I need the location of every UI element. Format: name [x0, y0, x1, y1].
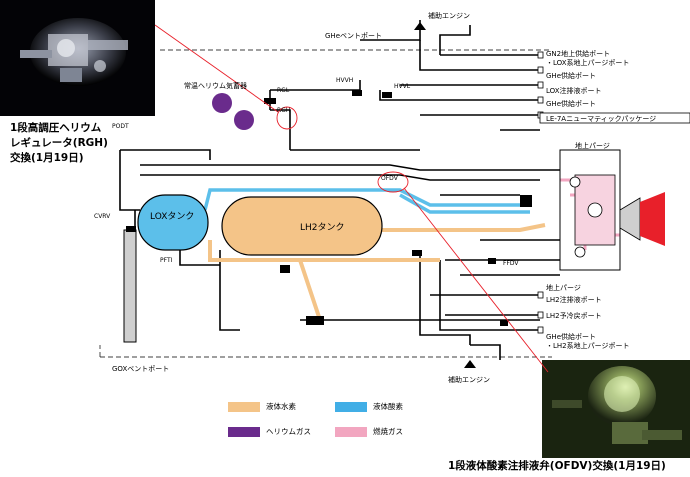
le7a-package-box	[539, 112, 690, 124]
aux-engine-bottom-label: 補助エンジン	[448, 375, 490, 384]
aux-engine-top-label: 補助エンジン	[428, 11, 470, 20]
ofdv-caption: 1段液体酸素注排液弁(OFDV)交換(1月19日)	[448, 460, 666, 472]
lh2-fill-port-label: LH2注排液ポート	[546, 295, 602, 304]
highlight-annotations	[154, 24, 549, 373]
legend-swatch-lh2	[228, 402, 260, 412]
ofdv-label: OFDV	[381, 175, 399, 182]
ffdv-label: FFDV	[503, 260, 519, 267]
room-temp-he-tank-label: 常温ヘリウム気蓄器	[184, 81, 247, 90]
legend-swatch-helium	[228, 427, 260, 437]
legend-label-combustion: 燃焼ガス	[373, 427, 403, 436]
helium-bottle-2	[234, 110, 254, 130]
legend-label-lh2: 液体水素	[266, 402, 296, 411]
engine-nozzle	[619, 197, 641, 241]
le7a-package-label: LE-7Aニューマティックパッケージ	[546, 115, 656, 123]
ground-purge-mid-label: 地上パージ	[546, 283, 581, 292]
lox-tank	[137, 194, 209, 251]
lh2-precool-port-label: LH2予冷戻ポート	[546, 311, 602, 320]
ghe-supply-2-label: GHe供給ポート	[546, 99, 596, 108]
rgh-label: RGH	[277, 107, 290, 114]
hvvh-label: HVVH	[336, 77, 353, 84]
rgh-photo	[0, 0, 155, 116]
rgh-caption: 1段高調圧ヘリウム レギュレータ(RGH) 交換(1月19日)	[10, 121, 108, 166]
lh2-tank-label: LH2タンク	[300, 222, 345, 233]
ghe-lh2-port-label-2: ・LH2系地上パージポート	[546, 341, 629, 350]
gox-vent-port-label: GOXベントポート	[112, 365, 169, 373]
valve-symbols	[126, 22, 532, 368]
ghe-supply-1-label: GHe供給ポート	[546, 71, 596, 80]
legend-label-helium: ヘリウムガス	[266, 427, 311, 436]
rgh-caption-line-2: レギュレータ(RGH)	[10, 137, 108, 149]
cvrv-label: CVRV	[94, 213, 111, 220]
ghe-vent-port-label: GHeベントポート	[325, 32, 382, 40]
gn-port-label-2: ・LOX系地上パージポート	[546, 58, 629, 67]
rgh-caption-line-3: 交換(1月19日)	[10, 152, 84, 164]
lox-piping	[203, 188, 530, 214]
gn-port-label-1: GN2地上供給ポート	[546, 49, 610, 58]
ofdv-photo	[542, 360, 690, 458]
gox-vent-stack	[123, 229, 137, 343]
rgh-caption-line-1: 1段高調圧ヘリウム	[10, 122, 102, 134]
legend-swatch-combustion	[335, 427, 367, 437]
legend-label-lox: 液体酸素	[373, 402, 403, 411]
ground-purge-top-label: 地上パージ	[575, 141, 610, 150]
lh2-piping	[208, 223, 546, 321]
rgl-label: RGL	[277, 87, 290, 94]
hvvl-label: HVVL	[394, 83, 411, 90]
dashed-frame	[99, 49, 552, 358]
engine-assembly	[559, 149, 665, 271]
exhaust-plume	[640, 192, 665, 246]
lox-tank-label: LOXタンク	[150, 211, 194, 222]
pfti-label: PFTI	[160, 257, 173, 264]
ghe-lh2-port-label-1: GHe供給ポート	[546, 332, 596, 341]
legend-swatch-lox	[335, 402, 367, 412]
podt-label: PODT	[112, 123, 129, 130]
helium-bottle-1	[212, 93, 232, 113]
port-markers	[537, 51, 544, 334]
lh2-tank	[221, 196, 383, 256]
lox-fill-port-label: LOX注排液ポート	[546, 86, 602, 95]
